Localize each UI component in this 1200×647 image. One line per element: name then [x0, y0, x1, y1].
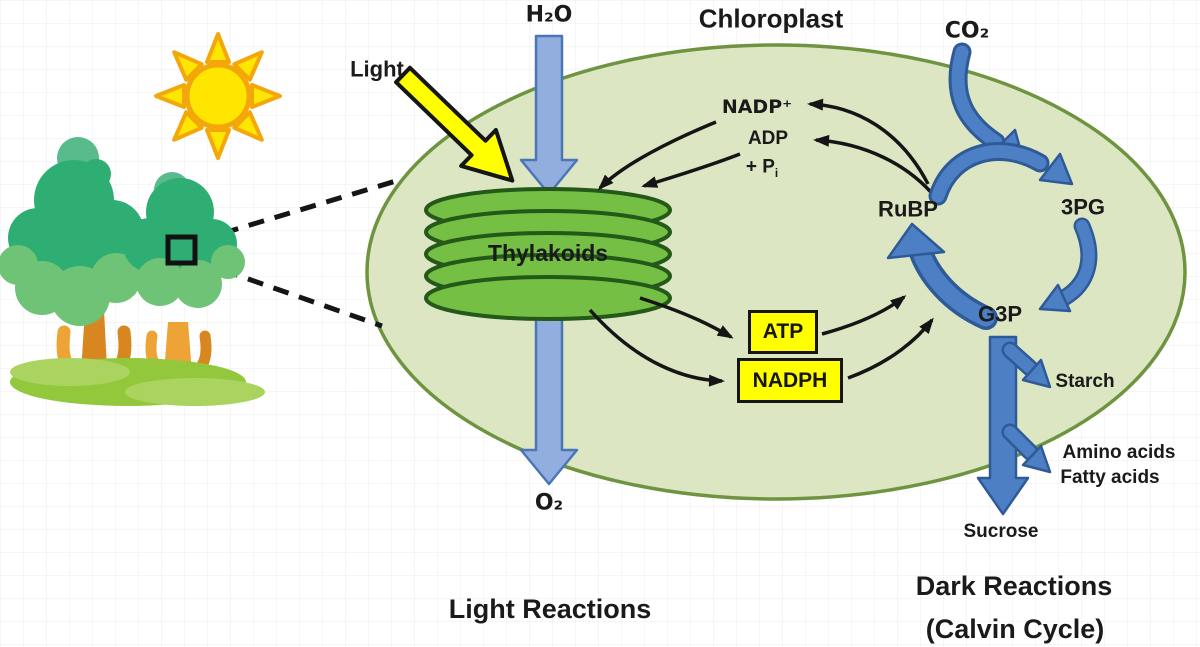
atp-box: ATP	[748, 310, 818, 354]
adp-label: ADP	[747, 128, 789, 150]
pi-subscript: i	[774, 167, 779, 181]
nadp-label: NADP⁺	[721, 96, 793, 119]
light-label: Light	[350, 56, 404, 82]
starch-branch-arrow	[1001, 341, 1052, 389]
co2-label: CO₂	[944, 18, 990, 44]
light-reactions-title: Light Reactions	[448, 593, 652, 624]
sun-icon	[154, 32, 282, 160]
rubp-to-adp-arrow	[813, 134, 938, 200]
o2-label: O₂	[534, 490, 564, 516]
fatty-acids-label: Fatty acids	[1060, 467, 1160, 489]
o2-arrow	[519, 298, 579, 486]
grass	[10, 358, 265, 406]
tree-left-crown	[0, 137, 144, 326]
sucrose-label: Sucrose	[963, 521, 1039, 543]
g3p-to-rubp-arrow	[886, 222, 998, 330]
chloroplast-title: Chloroplast	[698, 3, 844, 34]
dark-reactions-title: Dark Reactions	[915, 570, 1113, 601]
calvin-cycle-subtitle: (Calvin Cycle)	[925, 613, 1105, 644]
rubp-to-nadp-arrow	[807, 98, 930, 185]
nadph-box: NADPH	[737, 358, 843, 403]
adp-to-thylakoid-arrow	[641, 152, 741, 188]
pi-base: + P	[745, 156, 775, 178]
h2o-arrow	[519, 34, 579, 196]
nadp-to-thylakoid-arrow	[597, 120, 717, 191]
3pg-to-g3p-arrow	[1038, 217, 1098, 313]
thylakoid-to-atp-arrow	[639, 296, 734, 339]
thylakoids-label: Thylakoids	[487, 239, 609, 266]
g3p-label: G3P	[977, 301, 1023, 327]
rubp-label: RuBP	[878, 196, 938, 222]
zoom-callout-square	[165, 234, 198, 266]
atp-to-cycle-arrow	[821, 295, 907, 336]
tree-right-crown	[123, 172, 245, 308]
starch-label: Starch	[1055, 371, 1115, 393]
thylakoid-to-nadph-arrow	[588, 308, 725, 387]
h2o-label: H₂O	[525, 2, 573, 28]
light-arrow	[394, 65, 515, 183]
pi-label: + Pi	[746, 157, 778, 180]
g3p-output-arrow	[976, 335, 1052, 516]
calvin-cycle-arrows	[886, 42, 1098, 516]
amino-fatty-branch-arrow	[1001, 423, 1052, 474]
3pg-label: 3PG	[1060, 194, 1106, 220]
trees-illustration	[0, 137, 265, 406]
rubp-to-3pg-arrow	[928, 142, 1074, 206]
thylakoids-stack	[424, 187, 672, 321]
sun-rays	[154, 32, 282, 160]
nadph-to-cycle-arrow	[847, 317, 934, 380]
amino-acids-label: Amino acids	[1062, 442, 1176, 464]
reaction-flow-arrows	[588, 98, 938, 387]
